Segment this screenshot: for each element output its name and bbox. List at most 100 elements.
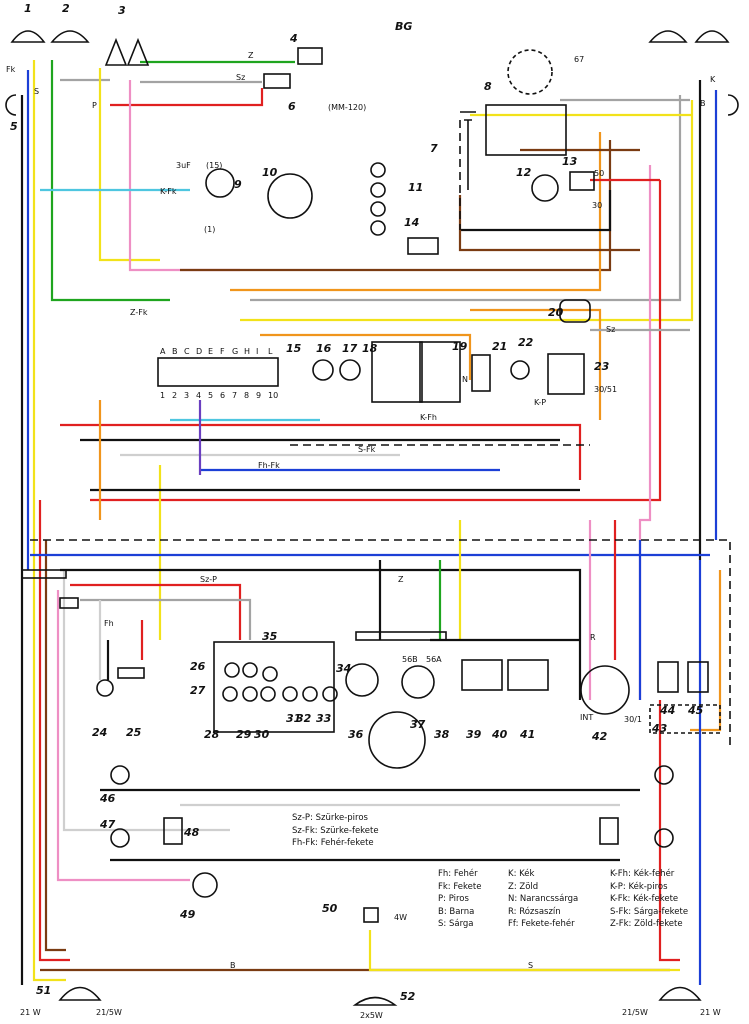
legend-top: Sz-P: Szürke-piros Sz-Fk: Szürke-fekete … bbox=[292, 813, 379, 848]
svg-text:35: 35 bbox=[262, 630, 278, 643]
switch-icon bbox=[507, 659, 549, 691]
lamp-icon bbox=[110, 828, 130, 848]
speedometer-icon bbox=[368, 711, 426, 769]
svg-text:3uF: 3uF bbox=[176, 161, 191, 170]
svg-text:Fk: Fk bbox=[6, 65, 16, 74]
svg-text:8: 8 bbox=[484, 80, 492, 93]
horn-relay-icon bbox=[559, 299, 591, 323]
svg-text:Sz-P: Sz-P bbox=[200, 575, 217, 584]
starter-icon bbox=[531, 174, 559, 202]
svg-text:33: 33 bbox=[316, 712, 332, 725]
svg-text:S: S bbox=[528, 961, 533, 970]
switch-icon bbox=[461, 659, 503, 691]
svg-text:13: 13 bbox=[562, 155, 578, 168]
svg-text:49: 49 bbox=[179, 908, 196, 921]
svg-text:22: 22 bbox=[518, 336, 534, 349]
relay-icon bbox=[547, 353, 585, 395]
svg-text:B: B bbox=[172, 347, 178, 356]
svg-text:50: 50 bbox=[322, 902, 338, 915]
rectifier-icon bbox=[485, 104, 567, 156]
wiper-motor-icon bbox=[345, 663, 379, 697]
svg-text:1: 1 bbox=[24, 2, 32, 15]
lamp-icon bbox=[363, 907, 379, 923]
svg-text:S: S bbox=[34, 87, 39, 96]
svg-text:Z: Z bbox=[248, 51, 254, 60]
svg-text:41: 41 bbox=[519, 728, 535, 741]
svg-text:14: 14 bbox=[404, 216, 419, 229]
svg-text:43: 43 bbox=[651, 722, 668, 735]
svg-text:10: 10 bbox=[262, 166, 278, 179]
relay-icon bbox=[687, 661, 709, 693]
switch-block bbox=[371, 341, 423, 403]
svg-text:30/1: 30/1 bbox=[624, 715, 642, 724]
lamp-icon bbox=[110, 765, 130, 785]
svg-text:26: 26 bbox=[190, 660, 206, 673]
svg-text:21 W: 21 W bbox=[700, 1008, 721, 1017]
svg-text:38: 38 bbox=[434, 728, 450, 741]
svg-text:34: 34 bbox=[336, 662, 351, 675]
horn-icon bbox=[104, 37, 128, 66]
svg-text:3: 3 bbox=[118, 4, 126, 17]
svg-text:21: 21 bbox=[492, 340, 507, 353]
connector-strip bbox=[21, 569, 67, 579]
instrument-panel bbox=[213, 641, 335, 733]
svg-text:5: 5 bbox=[208, 391, 213, 400]
svg-text:B: B bbox=[230, 961, 236, 970]
svg-text:INT: INT bbox=[580, 713, 593, 722]
svg-text:67: 67 bbox=[574, 55, 584, 64]
svg-text:K-P: K-P bbox=[534, 398, 546, 407]
relay-icon bbox=[657, 661, 679, 693]
svg-text:48: 48 bbox=[183, 826, 200, 839]
distributor-icon bbox=[267, 173, 313, 219]
sender-icon bbox=[192, 872, 218, 898]
svg-text:36: 36 bbox=[348, 728, 364, 741]
rear-lamp-icon bbox=[58, 986, 102, 1001]
svg-text:A: A bbox=[160, 347, 166, 356]
svg-text:52: 52 bbox=[400, 990, 416, 1003]
svg-text:50: 50 bbox=[594, 169, 604, 178]
svg-text:4: 4 bbox=[196, 391, 201, 400]
svg-text:L: L bbox=[268, 347, 273, 356]
svg-text:4: 4 bbox=[289, 32, 298, 45]
svg-text:2: 2 bbox=[62, 2, 70, 15]
svg-text:(1): (1) bbox=[204, 225, 215, 234]
svg-text:K-Fk: K-Fk bbox=[160, 187, 177, 196]
switch-icon bbox=[649, 704, 721, 734]
lamp-icon bbox=[654, 828, 674, 848]
svg-text:18: 18 bbox=[362, 342, 378, 355]
svg-text:8: 8 bbox=[244, 391, 249, 400]
svg-text:9: 9 bbox=[256, 391, 261, 400]
fuse-letters: A B C D E F G H I L bbox=[160, 347, 273, 356]
svg-text:Z: Z bbox=[398, 575, 404, 584]
headlamp-icon bbox=[10, 30, 46, 43]
relay-icon bbox=[569, 171, 595, 191]
legend-col-1: Fh: Fehér Fk: Fekete P: Piros B: Barna S… bbox=[438, 869, 482, 929]
fuse-numbers: 1 2 3 4 5 6 7 8 9 10 bbox=[160, 391, 278, 400]
alternator-icon bbox=[507, 49, 553, 95]
svg-text:7: 7 bbox=[430, 142, 438, 155]
svg-text:16: 16 bbox=[316, 342, 332, 355]
rear-lamp-icon bbox=[658, 986, 702, 1001]
labels: BG 1 2 3 4 5 6 7 8 9 10 11 12 13 14 15 1… bbox=[6, 2, 721, 1020]
battery-icon bbox=[460, 111, 476, 190]
svg-text:K: K bbox=[710, 75, 716, 84]
components bbox=[5, 30, 739, 1006]
svg-text:6: 6 bbox=[288, 100, 296, 113]
svg-text:1: 1 bbox=[160, 391, 165, 400]
svg-text:21/5W: 21/5W bbox=[96, 1008, 122, 1017]
svg-text:32: 32 bbox=[296, 712, 312, 725]
svg-text:(MM-120): (MM-120) bbox=[328, 103, 366, 112]
ignition-icon bbox=[401, 665, 435, 699]
lamp-icon bbox=[654, 765, 674, 785]
svg-text:Sz: Sz bbox=[236, 73, 245, 82]
plate-lamp-icon bbox=[352, 996, 398, 1006]
svg-text:4W: 4W bbox=[394, 913, 407, 922]
connector-strip bbox=[59, 597, 79, 609]
switch-icon bbox=[163, 817, 183, 845]
svg-text:30: 30 bbox=[254, 728, 270, 741]
horn-icon bbox=[126, 37, 150, 66]
flasher-icon bbox=[471, 354, 491, 392]
switch-block bbox=[419, 341, 461, 403]
legend-col-2: K: Kék Z: Zöld N: Narancssárga R: Rózsas… bbox=[508, 869, 579, 929]
headlamp-icon bbox=[694, 30, 730, 43]
